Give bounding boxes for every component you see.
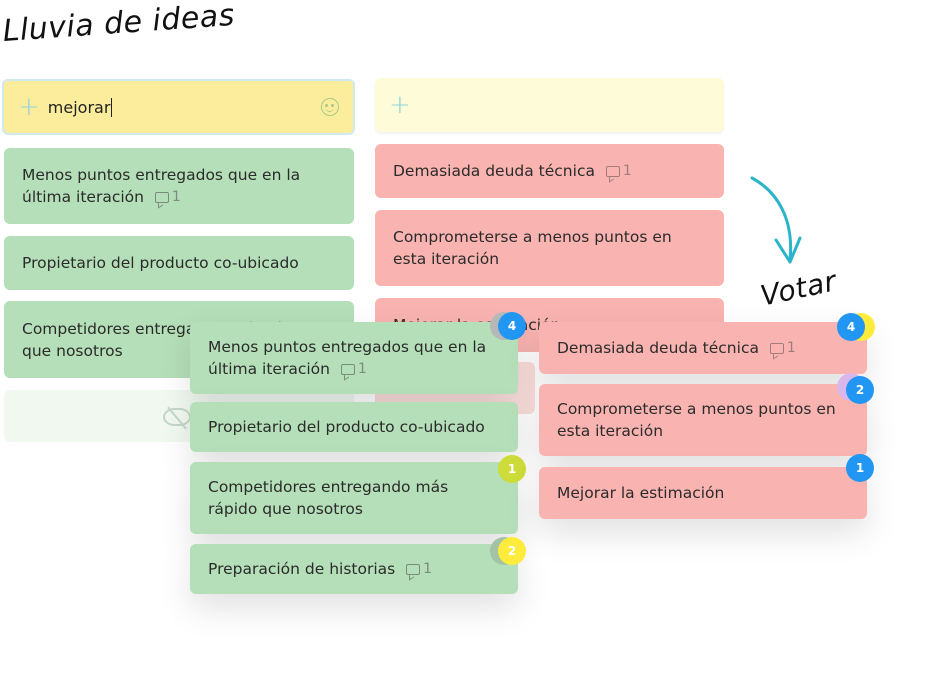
comment-icon xyxy=(406,563,421,575)
comment-count[interactable]: 1 xyxy=(154,186,181,208)
emoji-icon[interactable] xyxy=(321,98,339,116)
right-idea-input[interactable]: + xyxy=(375,78,724,132)
vote-green-card-3[interactable]: Competidores entregando más rápido que n… xyxy=(190,462,518,534)
card-text: Propietario del producto co-ubicado xyxy=(22,254,299,272)
comment-icon xyxy=(605,165,620,177)
comment-icon xyxy=(340,363,355,375)
brainstorm-right-card-1[interactable]: Demasiada deuda técnica 1 xyxy=(375,144,724,198)
card-text: Menos puntos entregados que en la última… xyxy=(208,337,487,378)
vote-red-card-3[interactable]: Mejorar la estimación xyxy=(539,467,867,519)
card-text: Comprometerse a menos puntos en esta ite… xyxy=(557,400,836,440)
card-text: Comprometerse a menos puntos en esta ite… xyxy=(393,228,672,268)
card-text: Demasiada deuda técnica xyxy=(557,338,759,357)
plus-icon: + xyxy=(389,90,411,120)
eye-off-icon xyxy=(163,408,191,426)
card-text: Mejorar la estimación xyxy=(557,484,725,502)
down-arrow-icon xyxy=(750,176,802,264)
comment-count[interactable]: 1 xyxy=(769,337,796,359)
vote-badge[interactable]: 2 xyxy=(498,537,526,565)
brainstorm-title: Lluvia de ideas xyxy=(1,0,236,50)
brainstorm-left-card-1[interactable]: Menos puntos entregados que en la última… xyxy=(4,148,354,224)
card-text: Demasiada deuda técnica xyxy=(393,161,595,180)
brainstorm-left-card-2[interactable]: Propietario del producto co-ubicado xyxy=(4,236,354,290)
idea-input-text: mejorar xyxy=(47,97,113,117)
vote-red-card-1[interactable]: Demasiada deuda técnica 1 xyxy=(539,322,867,374)
vote-green-card-1[interactable]: Menos puntos entregados que en la última… xyxy=(190,322,518,394)
comment-count[interactable]: 1 xyxy=(605,160,632,182)
vote-green-card-2[interactable]: Propietario del producto co-ubicado xyxy=(190,402,518,452)
vote-red-card-2[interactable]: Comprometerse a menos puntos en esta ite… xyxy=(539,384,867,456)
brainstorm-right-card-2[interactable]: Comprometerse a menos puntos en esta ite… xyxy=(375,210,724,286)
vote-badge[interactable]: 1 xyxy=(498,455,526,483)
card-text: Menos puntos entregados que en la última… xyxy=(22,165,301,206)
comment-count[interactable]: 1 xyxy=(406,558,432,580)
comment-icon xyxy=(154,191,169,203)
comment-icon xyxy=(769,342,784,354)
vote-badge[interactable]: 4 xyxy=(498,312,526,340)
vote-badge[interactable]: 2 xyxy=(846,376,874,404)
comment-count[interactable]: 1 xyxy=(340,358,367,380)
vote-badge[interactable]: 4 xyxy=(837,313,865,341)
card-text: Propietario del producto co-ubicado xyxy=(208,418,485,436)
card-text: Competidores entregando más rápido que n… xyxy=(208,478,449,518)
left-idea-input[interactable]: + mejorar xyxy=(2,79,355,135)
vote-badge[interactable]: 1 xyxy=(846,454,874,482)
plus-icon: + xyxy=(18,92,40,122)
vote-green-card-4[interactable]: Preparación de historias 1 xyxy=(190,544,518,594)
card-text: Preparación de historias xyxy=(208,559,396,578)
